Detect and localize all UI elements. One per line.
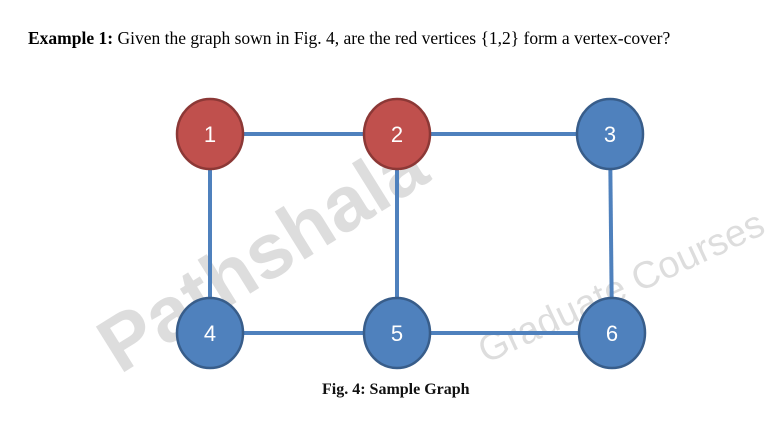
vertex-circle — [175, 296, 245, 370]
vertex-label: 5 — [391, 321, 403, 346]
figure-caption: Fig. 4: Sample Graph — [322, 381, 470, 398]
example-label: Example 1: — [28, 28, 114, 48]
vertex-circle — [175, 97, 245, 171]
vertex-circle — [575, 97, 645, 171]
vertex-label: 3 — [604, 122, 616, 147]
question-text: Example 1: Given the graph sown in Fig. … — [28, 28, 670, 49]
vertex-label: 2 — [391, 122, 403, 147]
vertex-6: 6 — [577, 296, 647, 370]
vertex-label: 4 — [204, 321, 216, 346]
vertex-label: 1 — [204, 122, 216, 147]
vertex-3: 3 — [575, 97, 645, 171]
vertex-5: 5 — [362, 296, 432, 370]
vertex-2: 2 — [362, 97, 432, 171]
vertex-label: 6 — [606, 321, 618, 346]
vertex-circle — [362, 296, 432, 370]
vertex-4: 4 — [175, 296, 245, 370]
vertex-1: 1 — [175, 97, 245, 171]
vertex-circle — [362, 97, 432, 171]
vertex-circle — [577, 296, 647, 370]
question-body: Given the graph sown in Fig. 4, are the … — [113, 28, 671, 48]
